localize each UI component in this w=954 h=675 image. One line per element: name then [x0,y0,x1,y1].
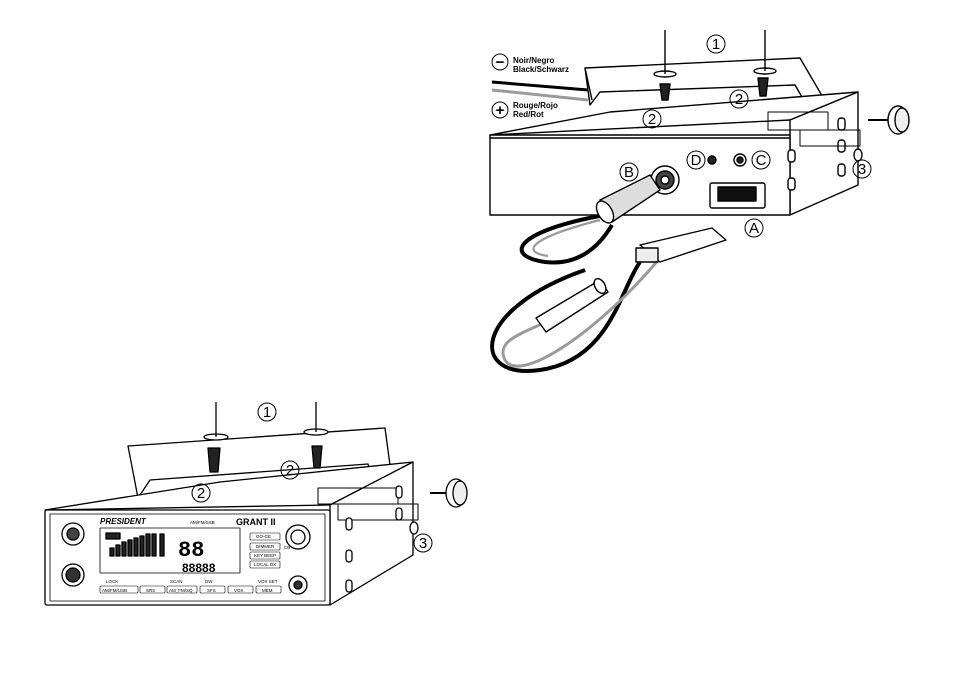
callout-screw-left-top: 2 [648,111,656,128]
btn-amfmusb: AM/FM/USB [102,588,127,593]
mounting-knob-front [430,478,468,508]
bottom-callouts [191,402,433,553]
screw-right [757,77,769,97]
callout-port-a: A [749,220,759,237]
callout-bracket-bottom: 1 [263,404,271,421]
callout-screw-left-bottom: 2 [197,485,205,502]
btn-scan: SCAN [170,579,183,584]
front-panel-text: PRESIDENT AM/FM/SSB GRANT II 88 88888 CB… [100,517,290,593]
side-label-goge: GO-GE [256,534,271,539]
callout-screw-right-top: 2 [735,91,743,108]
positive-symbol: + [496,102,505,119]
washer-front [409,521,419,535]
jack-d [707,155,717,165]
front-view-illustration [44,402,468,606]
btn-dw: DW [205,579,213,584]
screw-left-front [207,447,221,473]
btn-mem: MEM [262,588,273,593]
btn-vox: VOX [234,588,244,593]
wire-labels: − Noir/Negro Black/Schwarz + Rouge/Rojo … [491,53,569,119]
btn-sfs: SFS [207,588,216,593]
callout-port-c: C [756,152,767,169]
side-label-localdx: LOCAL DX [254,562,276,567]
fuse-holder [535,279,609,333]
side-label-cb: CB [284,545,290,550]
btn-amfmsq: AM_FM/SQ [169,588,193,593]
mounting-knob [868,105,910,135]
btn-srs: SRS [146,588,155,593]
top-callouts [619,34,872,238]
btn-voxset: VOX SET [258,579,278,584]
frequency-digits: 88888 [182,561,216,575]
radio-mode: AM/FM/SSB [190,520,215,525]
washer [853,148,863,162]
callout-port-b: B [624,164,634,181]
channel-digits: 88 [178,538,204,563]
callout-screw-right-bottom: 2 [286,462,294,479]
callout-bracket-top: 1 [712,36,720,53]
side-label-dimmer: DIMMER [256,544,275,549]
callout-port-d: D [691,152,702,169]
callout-washer-top: 3 [858,161,866,178]
positive-wire-label-1: Rouge/Rojo [513,101,558,110]
antenna-cable-black [519,213,614,265]
positive-wire-label-2: Red/Rot [513,110,544,119]
screw-right-front [311,445,323,469]
jack-c [733,153,747,167]
btn-lock: LOCK [106,579,118,584]
radio-model: GRANT II [236,517,276,527]
power-cable-gray [501,257,662,368]
antenna-cable-gray [532,218,601,258]
callout-washer-bottom: 3 [419,535,427,552]
side-label-keybeep: KEY BEEP [254,553,276,558]
screw-left [659,83,671,101]
bracket-side-plate [767,111,829,131]
negative-symbol: − [496,54,505,71]
power-socket [709,182,766,209]
negative-wire-label-2: Black/Schwarz [513,65,569,74]
negative-wire-label-1: Noir/Negro [513,56,554,65]
rear-view-illustration [489,30,910,373]
lcd-display [99,527,241,574]
radio-brand: PRESIDENT [100,517,147,526]
